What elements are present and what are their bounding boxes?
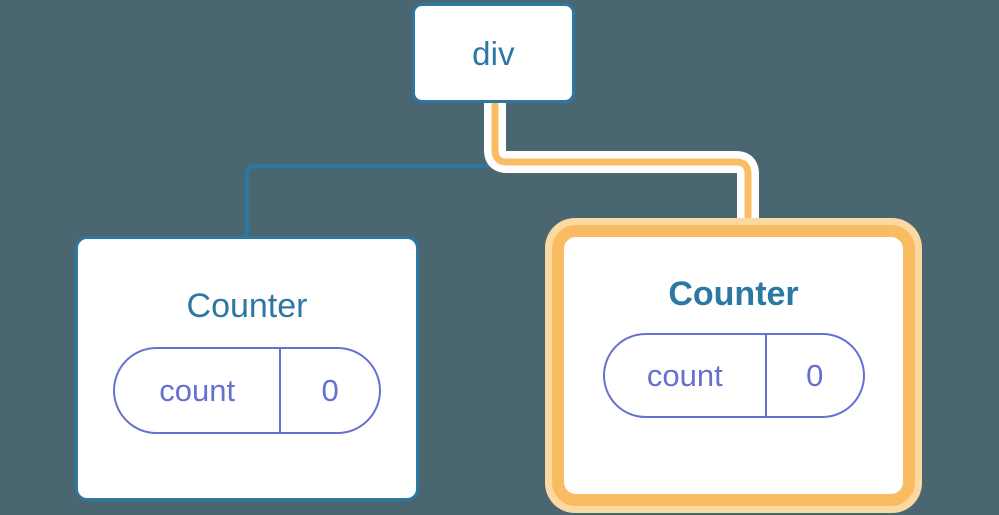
- state-pill-right[interactable]: count 0: [602, 333, 865, 418]
- node-div-label: div: [472, 34, 515, 72]
- state-value-right: 0: [806, 358, 824, 393]
- node-counter-right[interactable]: Counter count 0: [552, 225, 915, 506]
- edge-div-to-counter-right: [491, 103, 752, 232]
- node-div[interactable]: div: [412, 3, 575, 103]
- node-counter-right-wrap: Counter count 0: [545, 218, 922, 513]
- edge-div-to-counter-right-halo: [484, 103, 759, 232]
- state-value-left: 0: [321, 373, 339, 408]
- edge-div-to-counter-left: [245, 101, 494, 241]
- node-counter-right-label: Counter: [668, 275, 799, 313]
- state-key-right: count: [605, 335, 768, 416]
- node-counter-left-label: Counter: [186, 287, 308, 325]
- state-pill-left[interactable]: count 0: [113, 347, 381, 434]
- state-key-left: count: [115, 349, 282, 432]
- node-counter-left[interactable]: Counter count 0: [75, 236, 419, 501]
